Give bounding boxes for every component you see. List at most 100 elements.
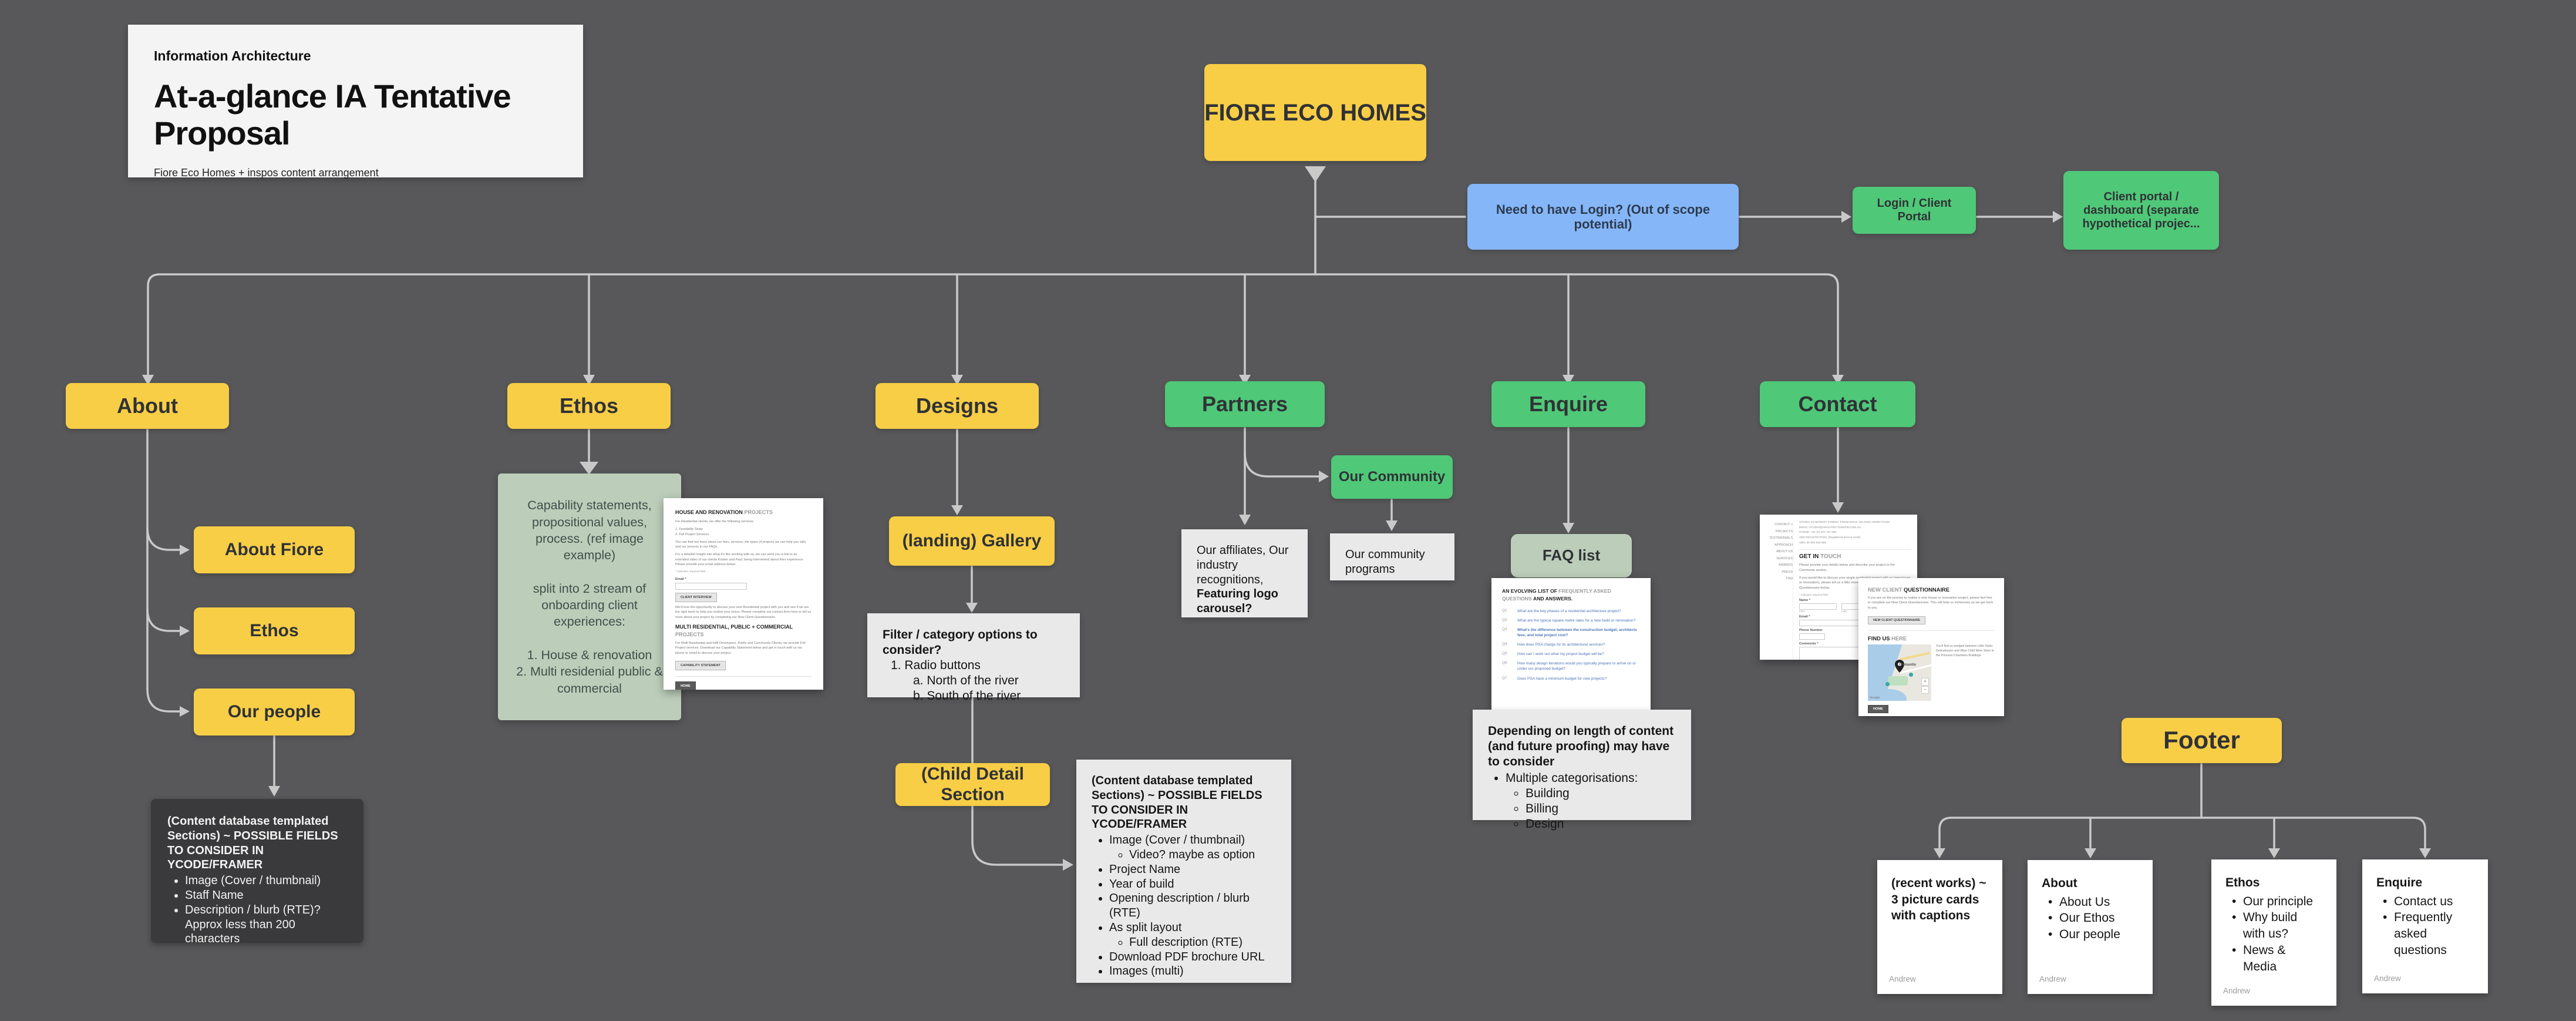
footer-card-heading: About (2042, 876, 2077, 890)
node-about-ethos[interactable]: Ethos (194, 607, 355, 654)
footer-card-enquire[interactable]: Enquire Contact us Frequently asked ques… (2362, 859, 2488, 993)
mini-address-line: EMAIL: STUDIO@ARCHITECTSWAPB.COM.AU (1799, 526, 1861, 529)
page-title: At-a-glance IA Tentative Proposal (154, 78, 511, 152)
designs-fields-note[interactable]: (Content database templated Sections) ~ … (1076, 760, 1291, 983)
footer-card-heading: (recent works) ~ 3 picture cards with ca… (1891, 876, 1986, 923)
mini-email-label: Email * (675, 577, 686, 581)
node-ethos[interactable]: Ethos (507, 383, 671, 429)
faq-number: Q7 (1502, 676, 1507, 680)
mini-heading: FIND US (1868, 635, 1890, 642)
mini-address-line: ABN REGISTRATION: (Registered licence 21… (1799, 536, 1861, 539)
designs-fields-heading: (Content database templated Sections) ~ … (1092, 774, 1262, 831)
mini-sidebar-item: SERVICES (1776, 556, 1793, 560)
faq-number: Q1 (1502, 608, 1507, 613)
node-client-portal-dashboard[interactable]: Client portal / dashboard (separate hypo… (2063, 171, 2219, 250)
map-poi-icon (1885, 682, 1890, 687)
mini-required-note: * indicates required field (675, 570, 706, 573)
designs-field-item: As split layout (1109, 921, 1276, 935)
ethos-sticky-note[interactable]: Capability statements, propositional val… (498, 473, 681, 720)
consider-note-item: Multiple categorisations: (1506, 771, 1676, 786)
node-contact[interactable]: Contact (1760, 381, 1915, 427)
home-button: HOME (675, 681, 696, 690)
node-need-login[interactable]: Need to have Login? (Out of scope potent… (1467, 184, 1739, 250)
questionnaire-screenshot[interactable]: NEW CLIENT QUESTIONNAIRE If you are on t… (1858, 578, 2004, 716)
designs-field-item: Images (multi) (1109, 964, 1276, 979)
node-our-community[interactable]: Our Community (1331, 455, 1453, 499)
mini-paragraph: For a detailed insight into what it's li… (675, 553, 804, 567)
filter-note-heading: Filter / category options to consider? (883, 628, 1038, 657)
footer-card-recent-works[interactable]: (recent works) ~ 3 picture cards with ca… (1877, 860, 2002, 994)
partners-affiliates-note[interactable]: Our affiliates, Our industry recognition… (1181, 529, 1308, 617)
mini-required-note: * indicates required field (1799, 593, 1829, 597)
mini-paragraph: For Residential clients, we offer the fo… (675, 520, 755, 524)
mini-heading: AN EVOLVING LIST OF (1502, 588, 1557, 594)
node-enquire[interactable]: Enquire (1491, 381, 1645, 427)
map-park (1888, 676, 1908, 686)
node-our-people[interactable]: Our people (194, 688, 355, 735)
mini-email-input (675, 582, 747, 590)
designs-field-item: Project Name (1109, 862, 1276, 877)
mini-sidebar-item: AWARDS (1779, 563, 1793, 567)
mini-last-label: Last (1841, 610, 1847, 613)
title-card[interactable]: Information Architecture At-a-glance IA … (128, 25, 583, 179)
ethos-reference-screenshot[interactable]: HOUSE AND RENOVATION PROJECTS For Reside… (664, 498, 823, 690)
footer-card-link: Why build with us? (2243, 909, 2322, 942)
map-water (1871, 689, 1907, 701)
about-fields-note-heading: (Content database templated Sections) ~ … (167, 815, 338, 872)
node-designs[interactable]: Designs (875, 383, 1039, 429)
designs-field-subitem: Video? maybe as option (1129, 848, 1276, 862)
mini-heading-gray: FREQUENTLY ASKED QUESTIONS (1502, 588, 1611, 602)
footer-card-link: Our people (2059, 926, 2139, 943)
mini-sidebar-item: PROJECTS (1775, 529, 1793, 533)
designs-filter-note[interactable]: Filter / category options to consider? 1… (867, 613, 1080, 703)
footer-card-about[interactable]: About About Us Our Ethos Our people Andr… (2028, 860, 2153, 994)
faq-reference-screenshot[interactable]: AN EVOLVING LIST OF FREQUENTLY ASKED QUE… (1491, 578, 1651, 711)
consider-note-subitem: Design (1526, 817, 1676, 832)
designs-field-item: Image (Cover / thumbnail) (1109, 833, 1276, 848)
node-about-fiore[interactable]: About Fiore (194, 526, 355, 573)
ethos-sticky-list-item: 2. Multi residenial public & commercial (516, 664, 663, 696)
mini-heading-gray: HERE (1891, 635, 1907, 642)
designs-field-item: Opening description / blurb (RTE) (1109, 891, 1276, 921)
node-child-detail-section[interactable]: (Child Detail Section (895, 763, 1050, 806)
mini-heading: QUESTIONNAIRE (1903, 586, 1950, 593)
node-landing-gallery[interactable]: (landing) Gallery (889, 516, 1055, 566)
faq-number: Q4 (1502, 642, 1507, 647)
mini-paragraph: Please provide your details below and de… (1799, 563, 1895, 572)
community-programs-note[interactable]: Our community programs (1330, 533, 1454, 580)
node-login-client-portal[interactable]: Login / Client Portal (1853, 187, 1976, 234)
about-fields-bullet: Image (Cover / thumbnail) (185, 874, 347, 888)
node-fiore-eco-homes[interactable]: FIORE ECO HOMES (1204, 64, 1426, 161)
footer-card-link: News & Media (2243, 942, 2322, 975)
consider-note-heading: Depending on length of content (and futu… (1488, 724, 1674, 769)
mini-first-name-input (1799, 603, 1837, 610)
ethos-sticky-paragraph: Capability statements, propositional val… (527, 498, 652, 563)
faq-question: How many design iterations would you typ… (1517, 661, 1636, 671)
enquire-consider-note[interactable]: Depending on length of content (and futu… (1473, 710, 1691, 831)
mini-name-label: Name * (1799, 599, 1810, 603)
faq-question: How does PSA charge for its architectura… (1517, 643, 1605, 647)
node-footer[interactable]: Footer (2122, 718, 2282, 763)
consider-note-subitem: Billing (1526, 801, 1676, 817)
node-about[interactable]: About (66, 383, 229, 429)
faq-question: What's the difference between the constr… (1517, 627, 1637, 638)
ethos-sticky-list-item: 1. House & renovation (527, 647, 652, 662)
faq-number: Q2 (1502, 617, 1507, 622)
affiliates-note-text: Our affiliates, Our industry recognition… (1197, 544, 1289, 586)
map-zoom-out-button: − (1921, 686, 1929, 694)
faq-question: What are the typical square metre rates … (1517, 618, 1636, 623)
faq-number: Q3 (1502, 627, 1507, 632)
mini-sidebar-item: TESTIMONIALS (1769, 536, 1793, 540)
home-button: HOME (1868, 705, 1888, 714)
mini-sidebar-item: FAQ (1786, 577, 1793, 581)
mini-paragraph: If you would like to discuss your single… (1799, 576, 1911, 590)
about-fields-note[interactable]: (Content database templated Sections) ~ … (151, 799, 363, 945)
footer-card-ethos[interactable]: Ethos Our principle Why build with us? N… (2211, 859, 2336, 1006)
node-partners[interactable]: Partners (1165, 381, 1325, 427)
designs-field-item: Download PDF brochure URL (1109, 950, 1276, 965)
mini-paragraph: For Multi Residential and Infill Develop… (675, 642, 806, 655)
node-faq-list[interactable]: FAQ list (1511, 534, 1632, 577)
mini-address-line: ABN: 40 604 819 966 (1799, 541, 1826, 545)
